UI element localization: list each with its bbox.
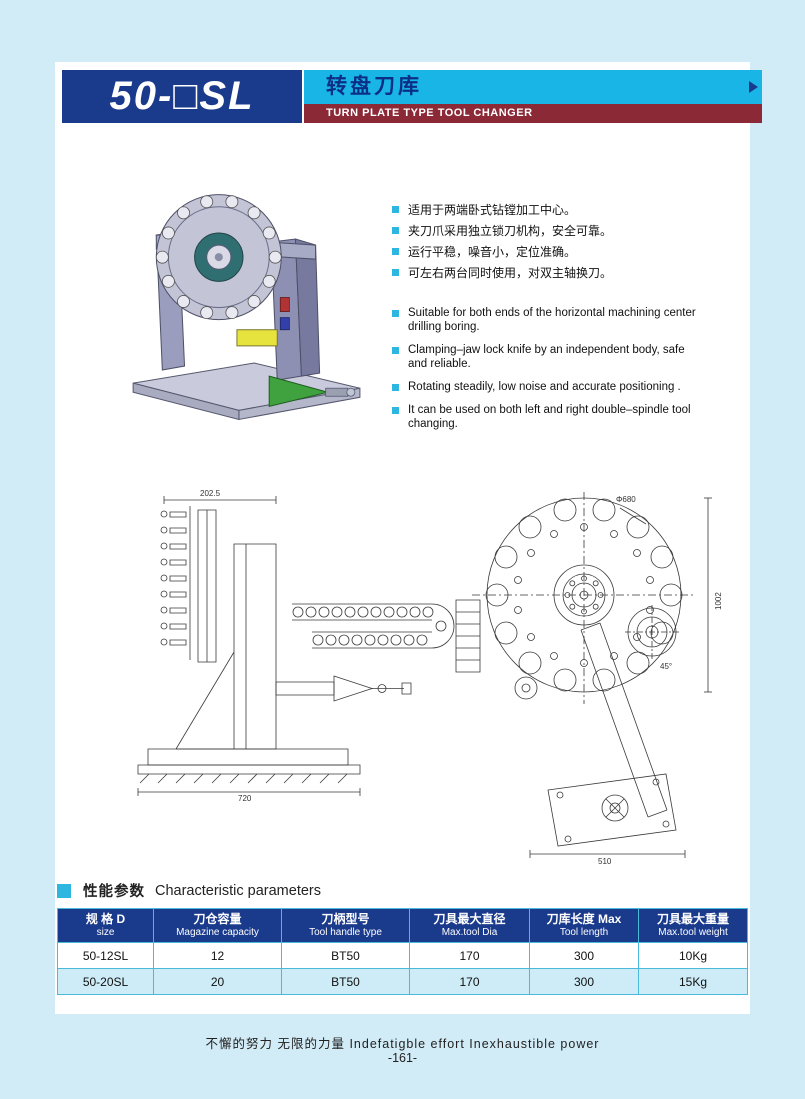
dim-label: 510 <box>598 857 612 866</box>
table-row: 50-20SL 20 BT50 170 300 15Kg <box>57 968 748 995</box>
col-header-en: Max.tool Dia <box>441 927 498 938</box>
cell-max-weight: 10Kg <box>638 942 748 969</box>
feature-item: 适用于两端卧式钻镗加工中心。 <box>392 202 692 218</box>
section-heading: 性能参数 Characteristic parameters <box>57 880 321 901</box>
feature-text: Suitable for both ends of the horizontal… <box>408 307 696 333</box>
title-bar-notch <box>749 81 758 93</box>
col-header-en: Tool length <box>559 927 609 938</box>
col-header-cn: 刀仓容量 <box>193 912 242 926</box>
col-header-cn: 刀库长度 Max <box>546 912 622 926</box>
cell-max-dia: 170 <box>409 968 530 995</box>
cell-capacity: 20 <box>153 968 282 995</box>
feature-item: Suitable for both ends of the horizontal… <box>392 306 700 334</box>
dim-label: 1002 <box>714 592 723 610</box>
feature-item: 运行平稳，噪音小，定位准确。 <box>392 244 692 260</box>
section-title-en: Characteristic parameters <box>155 882 321 899</box>
cell-max-dia: 170 <box>409 942 530 969</box>
bullet-icon <box>392 347 399 354</box>
bullet-icon <box>392 248 399 255</box>
technical-drawings: 202.5 720 Φ680 1002 45° 510 <box>60 489 750 882</box>
feature-text: Clamping–jaw lock knife by an independen… <box>408 344 685 370</box>
dim-label: 45° <box>660 662 673 671</box>
col-header-cn: 刀具最大重量 <box>656 912 729 926</box>
dim-label: Φ680 <box>616 495 636 504</box>
cell-tool-length: 300 <box>529 942 639 969</box>
bullet-icon <box>392 227 399 234</box>
model-number: 50-□SL <box>109 74 255 118</box>
page-number: -161- <box>387 1051 418 1065</box>
footer-slogan: 不懈的努力 无限的力量 Indefatigble effort Inexhaus… <box>205 1037 600 1051</box>
feature-text: 可左右两台同时使用，对双主轴换刀。 <box>408 266 613 280</box>
feature-item: It can be used on both left and right do… <box>392 403 700 431</box>
col-header-en: Max.tool weight <box>658 927 728 938</box>
product-title-en: TURN PLATE TYPE TOOL CHANGER <box>326 107 533 119</box>
cell-max-weight: 15Kg <box>638 968 748 995</box>
dim-label: 720 <box>238 794 252 803</box>
cell-tool-length: 300 <box>529 968 639 995</box>
feature-item: Rotating steadily, low noise and accurat… <box>392 380 700 394</box>
bullet-icon <box>392 407 399 414</box>
table-row: 50-12SL 12 BT50 170 300 10Kg <box>57 942 748 969</box>
section-bullet-icon <box>57 883 71 898</box>
cell-size: 50-20SL <box>57 968 154 995</box>
machine-render-graphic <box>132 194 361 421</box>
bullet-icon <box>392 269 399 276</box>
bullet-icon <box>392 384 399 391</box>
cell-handle-type: BT50 <box>281 942 410 969</box>
feature-text: 夹刀爪采用独立锁刀机构，安全可靠。 <box>408 224 613 238</box>
dim-label: 202.5 <box>200 489 221 498</box>
col-header-en: Magazine capacity <box>176 927 259 938</box>
cell-size: 50-12SL <box>57 942 154 969</box>
feature-text: 适用于两端卧式钻镗加工中心。 <box>408 203 577 217</box>
col-header-cn: 刀具最大直径 <box>433 912 506 926</box>
col-header-en: size <box>96 927 115 938</box>
cell-handle-type: BT50 <box>281 968 410 995</box>
feature-item: Clamping–jaw lock knife by an independen… <box>392 343 700 371</box>
feature-item: 夹刀爪采用独立锁刀机构，安全可靠。 <box>392 223 692 239</box>
feature-list-cn: 适用于两端卧式钻镗加工中心。 夹刀爪采用独立锁刀机构，安全可靠。 运行平稳，噪音… <box>392 202 692 286</box>
product-title-cn-bar: 转盘刀库 <box>304 70 762 104</box>
feature-text: It can be used on both left and right do… <box>408 404 691 430</box>
bullet-icon <box>392 310 399 317</box>
col-header-cn: 规 格 D <box>85 912 126 926</box>
product-title-en-bar: TURN PLATE TYPE TOOL CHANGER <box>304 104 762 123</box>
feature-text: Rotating steadily, low noise and accurat… <box>408 381 681 393</box>
col-header-cn: 刀柄型号 <box>321 912 370 926</box>
product-3d-image <box>118 146 370 454</box>
feature-list-en: Suitable for both ends of the horizontal… <box>392 306 700 440</box>
technical-drawing-graphic <box>60 492 750 882</box>
section-title-cn: 性能参数 <box>83 884 145 900</box>
col-header-en: Tool handle type <box>309 927 382 938</box>
cell-capacity: 12 <box>153 942 282 969</box>
bullet-icon <box>392 206 399 213</box>
title-bar: 转盘刀库 TURN PLATE TYPE TOOL CHANGER <box>304 70 762 123</box>
feature-text: 运行平稳，噪音小，定位准确。 <box>408 245 577 259</box>
product-title-cn: 转盘刀库 <box>326 75 422 98</box>
model-badge: 50-□SL <box>62 70 302 123</box>
feature-item: 可左右两台同时使用，对双主轴换刀。 <box>392 265 692 281</box>
